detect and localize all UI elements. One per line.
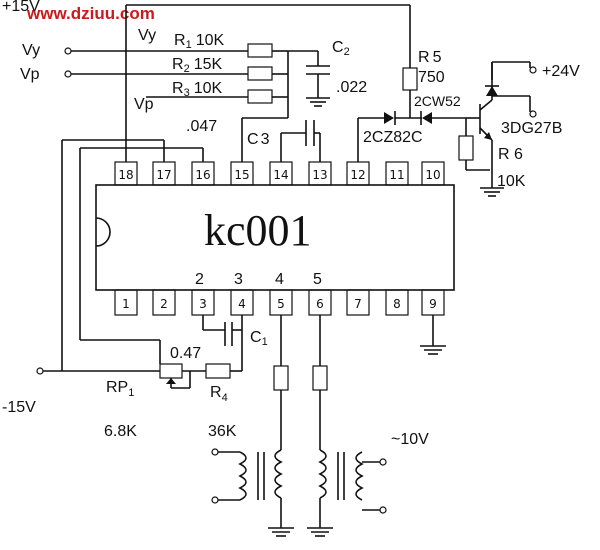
label-ac-10v: ~10V <box>391 431 429 448</box>
label-3dg27b: 3DG27B <box>501 120 562 137</box>
pin-label-4: 4 <box>238 297 246 311</box>
pin-label-2: 2 <box>160 297 168 311</box>
label-vy-input: Vy <box>22 42 40 59</box>
pin-label-18: 18 <box>118 168 133 182</box>
bias-network: -15V RP1 6.8K R4 36K <box>2 340 243 440</box>
pin-label-11: 11 <box>389 168 404 182</box>
inner-pin-4: 4 <box>275 271 284 288</box>
svg-text:R5: R5 <box>418 49 442 66</box>
transformer-pin6: ~10V <box>307 315 429 537</box>
vp-terminal <box>64 70 72 78</box>
pin-label-15: 15 <box>234 168 249 182</box>
pin-7 <box>346 289 370 316</box>
plus24v-terminal <box>529 66 537 74</box>
r3-body <box>247 89 273 104</box>
label-vp-r3: Vp <box>134 96 154 113</box>
inputs: Vy Vp <box>20 42 248 98</box>
pin-11 <box>385 161 409 186</box>
pin-1 <box>114 289 138 316</box>
svg-text:C1: C1 <box>250 329 268 348</box>
c1-value: 0.47 <box>170 345 201 362</box>
label-plus15v: +15V <box>2 0 40 15</box>
label-2cz82c: 2CZ82C <box>363 129 423 146</box>
svg-text:C3: C3 <box>247 131 270 148</box>
inner-pin-2: 2 <box>195 271 204 288</box>
svg-text:R4: R4 <box>210 384 228 404</box>
capacitor-c1: C1 0.47 <box>170 315 268 366</box>
pin-label-5: 5 <box>277 297 285 311</box>
minus15v-terminal <box>36 367 44 375</box>
c2-value: .022 <box>336 79 367 96</box>
watermark: www.dziuu.com <box>26 4 155 23</box>
zener-2cw52 <box>422 112 432 124</box>
pin-label-16: 16 <box>195 168 210 182</box>
summing-node: C2 .022 <box>241 39 367 162</box>
r5-value: 750 <box>418 69 445 86</box>
coil-5-secondary <box>238 451 247 501</box>
label-r6-value: 10K <box>497 173 526 190</box>
ground-pin9 <box>420 315 446 355</box>
label-r6: R 6 <box>498 146 523 163</box>
label-2cw52: 2CW52 <box>414 93 461 109</box>
label-vp-input: Vp <box>20 66 40 83</box>
r4-body <box>205 363 231 379</box>
resistor-r6 <box>458 135 474 161</box>
label-vy-r1: Vy <box>138 27 156 44</box>
output-diode <box>486 86 498 96</box>
output-terminal <box>529 110 537 118</box>
transformer-pin5 <box>211 315 294 537</box>
r4-value: 36K <box>208 423 237 440</box>
left-loops <box>61 139 204 366</box>
coil-6-secondary <box>355 451 364 501</box>
pin-10 <box>421 161 445 186</box>
label-minus15v: -15V <box>2 399 36 416</box>
output-stage: +24V 2CW52 2CZ82C 3DG27B R 6 10K <box>357 61 580 197</box>
bottom-pins: 1 2 3 4 5 6 7 8 9 <box>114 289 445 316</box>
r1-body <box>247 43 273 58</box>
coil-5-primary <box>274 449 283 499</box>
svg-text:C2: C2 <box>332 39 350 58</box>
ic-notch <box>95 217 111 247</box>
inner-pin-3: 3 <box>234 271 243 288</box>
rp1-value: 6.8K <box>104 423 137 440</box>
pin-label-3: 3 <box>199 297 207 311</box>
vy-terminal <box>64 47 72 55</box>
coil-6-primary <box>318 449 327 499</box>
ic-name: kc001 <box>204 206 312 255</box>
pin-label-9: 9 <box>429 297 437 311</box>
plus15v-rail <box>125 4 411 162</box>
r2-body <box>247 66 273 81</box>
r5-body <box>402 67 418 91</box>
pin-label-7: 7 <box>354 297 362 311</box>
pin-label-8: 8 <box>393 297 401 311</box>
rp1-body <box>159 363 183 379</box>
pin-label-10: 10 <box>425 168 440 182</box>
pin-2 <box>152 289 176 316</box>
pin-label-1: 1 <box>122 297 130 311</box>
top-pins: 18 17 16 15 14 13 12 11 10 <box>114 161 445 186</box>
label-plus24v: +24V <box>542 63 580 80</box>
pin-8 <box>385 289 409 316</box>
pin-label-14: 14 <box>273 168 288 182</box>
pin-label-17: 17 <box>156 168 171 182</box>
pin-label-12: 12 <box>350 168 365 182</box>
inner-pin-5: 5 <box>313 271 322 288</box>
diode-2cz82c <box>384 112 394 124</box>
pin-label-13: 13 <box>312 168 327 182</box>
c3-value: .047 <box>186 118 217 135</box>
pin-label-6: 6 <box>316 297 324 311</box>
svg-text:RP1: RP1 <box>106 379 134 399</box>
